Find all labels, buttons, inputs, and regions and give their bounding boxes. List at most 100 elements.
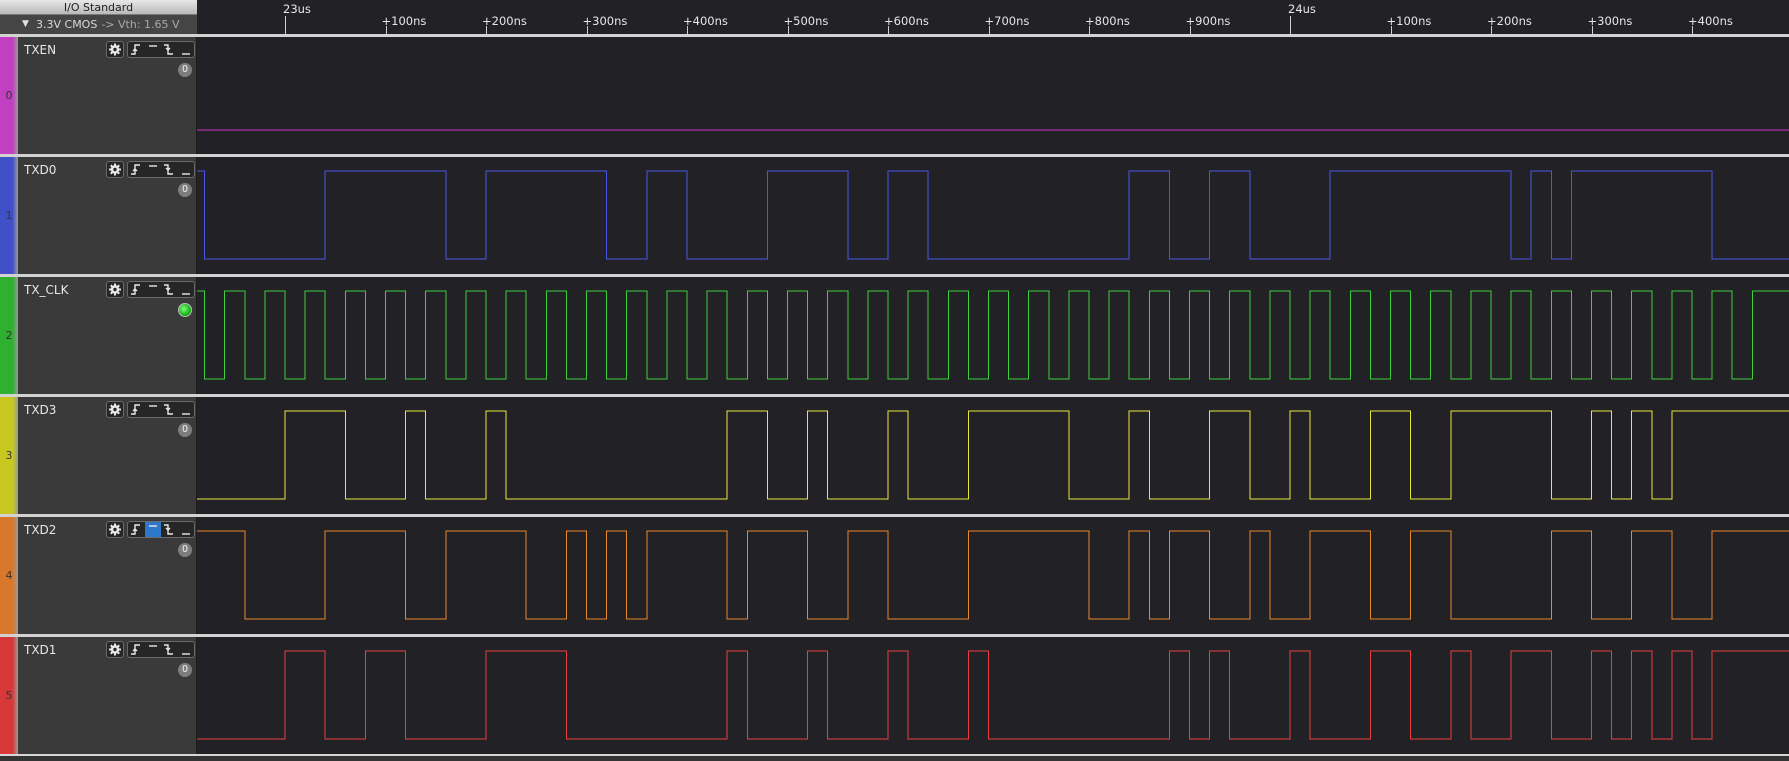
- trigger-falling-edge-button[interactable]: [161, 402, 177, 417]
- ruler-tick-label: +600ns: [884, 14, 929, 28]
- channel-settings-button[interactable]: [106, 161, 124, 178]
- trigger-rising-edge-button[interactable]: [128, 642, 144, 657]
- trigger-low-level-icon: [181, 293, 190, 295]
- trigger-falling-edge-icon: [164, 44, 173, 55]
- gear-icon: [109, 523, 121, 536]
- channel-index: 3: [5, 449, 13, 462]
- ruler-tick-mark: [787, 26, 789, 34]
- gear-icon: [109, 283, 121, 296]
- ruler-tick-mark: [1189, 26, 1191, 34]
- bottom-border: [0, 756, 1789, 761]
- channel-color-strip: [0, 517, 18, 634]
- channel-name[interactable]: TXD2: [24, 523, 57, 537]
- signal-trace: [197, 290, 1789, 380]
- trigger-low-level-button[interactable]: [178, 162, 194, 177]
- trigger-rising-edge-icon: [131, 44, 140, 55]
- ruler-tick-label: +300ns: [1587, 14, 1633, 28]
- trigger-high-level-button[interactable]: [145, 642, 161, 657]
- waveform-area[interactable]: [197, 277, 1789, 394]
- ruler-tick-label: 23us: [283, 2, 311, 16]
- waveform-area[interactable]: [197, 637, 1789, 754]
- time-ruler[interactable]: 23us+100ns+200ns+300ns+400ns+500ns+600ns…: [197, 0, 1789, 34]
- waveform-svg: [197, 129, 1789, 131]
- gear-icon: [109, 643, 121, 656]
- waveform-area[interactable]: [197, 37, 1789, 154]
- trigger-low-level-button[interactable]: [178, 402, 194, 417]
- trigger-falling-edge-button[interactable]: [161, 642, 177, 657]
- trigger-high-level-button[interactable]: [145, 162, 161, 177]
- trigger-high-level-button[interactable]: [144, 522, 161, 537]
- channel-index: 1: [5, 209, 13, 222]
- trigger-rising-edge-button[interactable]: [128, 522, 144, 537]
- trigger-buttons: [127, 281, 195, 298]
- channel-name[interactable]: TX_CLK: [24, 283, 69, 297]
- activity-count-badge: 0: [178, 663, 192, 677]
- activity-led-indicator: [178, 303, 192, 317]
- trigger-falling-edge-icon: [164, 284, 173, 295]
- channel-header[interactable]: 1 TXD0 0: [0, 157, 197, 274]
- waveform-area[interactable]: [197, 397, 1789, 514]
- ruler-tick-mark: [687, 26, 688, 34]
- trigger-high-level-button[interactable]: [145, 402, 161, 417]
- channel-settings-button[interactable]: [106, 641, 124, 658]
- waveform-svg: [197, 650, 1789, 740]
- ruler-tick-label: +200ns: [482, 14, 527, 28]
- trigger-rising-edge-icon: [131, 524, 140, 535]
- io-threshold-label: -> Vth: 1.65 V: [101, 18, 180, 31]
- channel-separator: [0, 154, 1789, 157]
- ruler-tick-label: +900ns: [1185, 14, 1231, 28]
- ruler-tick-mark: [1390, 26, 1392, 34]
- trigger-falling-edge-button[interactable]: [161, 282, 177, 297]
- ruler-tick-mark: [1290, 16, 1291, 34]
- ruler-tick-mark: [385, 26, 387, 34]
- ruler-tick-label: +400ns: [683, 14, 728, 28]
- trigger-rising-edge-button[interactable]: [128, 42, 144, 57]
- signal-trace: [197, 530, 1789, 620]
- channel-settings-button[interactable]: [106, 281, 124, 298]
- ruler-tick-label: +200ns: [1487, 14, 1532, 28]
- trigger-falling-edge-button[interactable]: [161, 522, 177, 537]
- channel-name[interactable]: TXD0: [24, 163, 57, 177]
- channel-name[interactable]: TXEN: [24, 43, 57, 57]
- trigger-falling-edge-button[interactable]: [161, 162, 177, 177]
- trigger-low-level-button[interactable]: [178, 42, 194, 57]
- channel-settings-button[interactable]: [106, 521, 124, 538]
- trigger-low-level-button[interactable]: [178, 642, 194, 657]
- trigger-buttons: [127, 161, 195, 178]
- waveform-area[interactable]: [197, 517, 1789, 634]
- trigger-low-level-icon: [181, 173, 190, 175]
- trigger-rising-edge-button[interactable]: [128, 162, 144, 177]
- activity-count-badge: 0: [178, 183, 192, 197]
- trigger-rising-edge-icon: [131, 644, 140, 655]
- channel-color-strip: [0, 157, 18, 274]
- trigger-buttons: [127, 401, 195, 418]
- trigger-high-level-button[interactable]: [145, 42, 161, 57]
- trigger-low-level-button[interactable]: [178, 522, 194, 537]
- io-standard-dropdown[interactable]: ▼ 3.3V CMOS-> Vth: 1.65 V: [0, 15, 197, 34]
- trigger-high-level-button[interactable]: [145, 282, 161, 297]
- trigger-low-level-icon: [181, 53, 190, 55]
- waveform-svg: [197, 410, 1789, 500]
- trigger-low-level-button[interactable]: [178, 282, 194, 297]
- io-standard-panel: I/O Standard ▼ 3.3V CMOS-> Vth: 1.65 V: [0, 0, 197, 34]
- trigger-falling-edge-button[interactable]: [161, 42, 177, 57]
- channel-name[interactable]: TXD3: [24, 403, 57, 417]
- trigger-high-level-icon: [148, 165, 157, 167]
- channel-settings-button[interactable]: [106, 41, 124, 58]
- trigger-falling-edge-icon: [164, 404, 173, 415]
- trigger-rising-edge-button[interactable]: [128, 402, 144, 417]
- trigger-rising-edge-button[interactable]: [128, 282, 144, 297]
- trigger-buttons: [127, 521, 195, 538]
- channel-name[interactable]: TXD1: [24, 643, 57, 657]
- signal-trace: [197, 170, 1789, 260]
- ruler-tick-label: +500ns: [783, 14, 829, 28]
- channel-settings-button[interactable]: [106, 401, 124, 418]
- ruler-tick-label: +800ns: [1085, 14, 1130, 28]
- waveform-area[interactable]: [197, 157, 1789, 274]
